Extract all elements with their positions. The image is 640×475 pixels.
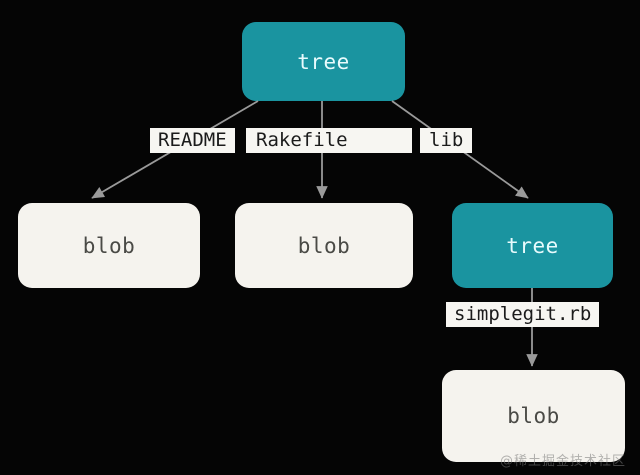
node-blob-simplegit[interactable]: blob [442,370,625,462]
edge-label-rakefile-text: Rakefile [256,129,348,151]
edge-label-lib-text: lib [429,129,464,151]
node-root-tree[interactable]: tree [242,22,405,101]
node-blob-rakefile-label: blob [297,233,351,258]
edge-label-simplegit-text: simplegit.rb [454,303,592,325]
node-blob-readme-label: blob [82,233,136,258]
watermark: @稀土掘金技术社区 [499,454,626,469]
node-root-tree-label: tree [297,49,350,74]
node-blob-rakefile[interactable]: blob [235,203,413,288]
edge-label-lib: lib [420,128,473,153]
edge-label-simplegit: simplegit.rb [446,302,600,327]
node-blob-readme[interactable]: blob [18,203,200,288]
edge-label-readme: README [150,128,235,153]
edge-label-rakefile: Rakefile [246,128,412,153]
node-lib-tree-label: tree [506,233,559,258]
node-lib-tree[interactable]: tree [452,203,613,288]
node-blob-simplegit-label: blob [507,404,560,428]
edge-label-readme-text: README [158,129,227,151]
